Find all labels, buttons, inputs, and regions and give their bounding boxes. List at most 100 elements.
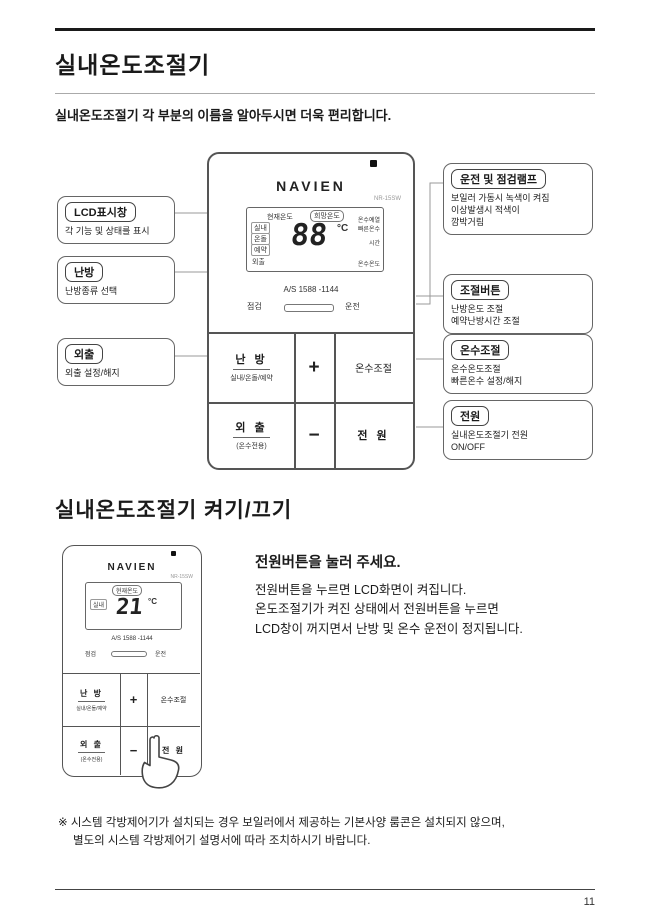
minus-button: − [120, 726, 147, 775]
page-title: 실내온도조절기 [55, 52, 211, 78]
callout-hotwater: 온수조절 온수온도조절 빠른온수 설정/해지 [443, 334, 593, 395]
footnote-line-1: ※ 시스템 각방제어기가 설치되는 경우 보일러에서 제공하는 기본사양 룸콘은… [58, 817, 505, 829]
minus-button: − [294, 402, 334, 468]
callout-lamp-desc-1: 보일러 가동시 녹색이 켜짐 [451, 193, 550, 203]
instruction-line: 온도조절기가 켜진 상태에서 전원버튼을 누르면 [255, 602, 499, 617]
grid-line [294, 332, 296, 468]
callout-heating-desc: 난방종류 선택 [65, 286, 118, 296]
page-number: 11 [583, 896, 595, 908]
grid-line [147, 673, 148, 775]
callout-lcd-desc: 각 기능 및 상태를 표시 [65, 226, 150, 236]
callout-power: 전원 실내온도조절기 전원 ON/OFF [443, 400, 593, 461]
callout-lamp-title: 운전 및 점검램프 [451, 169, 546, 189]
heating-button: 난 방 실내/온돌/예약 [209, 332, 294, 402]
callout-lamp-desc-2: 이상발생시 적색이 [451, 205, 520, 216]
callout-power-title: 전원 [451, 406, 490, 426]
callout-hotwater-desc-2: 빠른온수 설정/해지 [451, 376, 523, 387]
hotwater-preheat-label: 온수예열 [357, 218, 380, 224]
callout-outing-title: 외출 [65, 344, 104, 364]
callout-outing: 외출 외출 설정/해지 [57, 338, 175, 387]
grid-line [209, 332, 413, 334]
hotwater-button-label: 온수조절 [355, 363, 392, 375]
pointing-hand-icon [141, 734, 180, 789]
hotwater-temp-label: 온수온도 [357, 262, 380, 268]
instruction-line: LCD창이 꺼지면서 난방 및 온수 운전이 정지됩니다. [255, 621, 523, 636]
page-subtitle: 실내온도조절기 각 부분의 이름을 알아두시면 더욱 편리합니다. [55, 108, 392, 123]
power-indicator-dot [370, 160, 377, 167]
outing-button-sublabel: (온수전용) [236, 443, 267, 450]
outing-button: 외 출 (온수전용) [63, 726, 120, 775]
instruction-block: 전원버튼을 눌러 주세요. 전원버튼을 누르면 LCD화면이 켜집니다. 온도조… [255, 551, 600, 639]
power-button: 전 원 [147, 726, 200, 775]
outing-button-label: 외 출 [233, 419, 270, 438]
top-rule [55, 28, 595, 31]
hotwater-button: 온수조절 [147, 673, 200, 726]
mode-outing-label: 외출 [252, 259, 265, 266]
mode-reserve-label: 예약 [251, 244, 270, 256]
hotwater-button: 온수조절 [334, 332, 413, 402]
small-thermostat-diagram: NAVIEN NR-15SW 현재온도 실내 21 °C A/S 1588 -1… [62, 545, 202, 789]
check-lamp-label: 점검 [247, 302, 262, 311]
instruction-title: 전원버튼을 눌러 주세요. [255, 555, 401, 571]
brand-logo: NAVIEN [107, 562, 157, 573]
plus-button-label: + [308, 356, 320, 378]
grid-line [63, 673, 200, 674]
model-number: NR-15SW [373, 196, 401, 202]
current-temp-label: 현재온도 [267, 214, 293, 221]
callout-power-desc-2: ON/OFF [451, 442, 485, 453]
heating-button-label: 난 방 [233, 351, 270, 370]
callout-adjust-title: 조절버튼 [451, 280, 510, 300]
status-lamp [284, 304, 334, 312]
target-temp-label: 희망온도 [310, 210, 344, 222]
fast-hotwater-label: 빠른온수 [357, 227, 380, 233]
run-lamp-label: 운전 [345, 302, 360, 311]
temp-unit: °C [148, 597, 157, 606]
model-number: NR-15SW [170, 574, 193, 580]
thermostat-diagram: NAVIEN NR-15SW 현재온도 희망온도 실내 온돌 예약 외출 88 … [207, 152, 415, 470]
power-button: 전 원 [334, 402, 413, 468]
callout-adjust: 조절버튼 난방온도 조절 예약난방시간 조절 [443, 274, 593, 335]
section2-title: 실내온도조절기 켜기/끄기 [55, 499, 293, 522]
check-lamp-label: 점검 [85, 652, 97, 658]
bottom-rule [55, 889, 595, 890]
callout-power-desc-1: 실내온도조절기 전원 [451, 430, 529, 440]
heating-button-label: 난 방 [78, 688, 105, 702]
callout-lcd: LCD표시창 각 기능 및 상태를 표시 [57, 196, 175, 245]
callout-adjust-desc-2: 예약난방시간 조절 [451, 316, 520, 327]
instruction-line: 전원버튼을 누르면 LCD화면이 켜집니다. [255, 583, 467, 597]
footnote-line-2: 별도의 시스템 각방제어기 설명서에 따라 조치하시기 바랍니다. [73, 834, 371, 847]
hotwater-button-label: 온수조절 [160, 696, 187, 704]
outing-button: 외 출 (온수전용) [209, 402, 294, 468]
plus-button: + [120, 673, 147, 726]
lcd-screen: 현재온도 희망온도 실내 온돌 예약 외출 88 °C 온수예열 빠른온수 시간… [246, 207, 384, 272]
power-indicator-dot [171, 551, 176, 556]
as-phone-number: A/S 1588 -1144 [283, 285, 339, 294]
grid-line [209, 402, 413, 404]
heating-button-sublabel: 실내/온돌/예약 [76, 705, 107, 712]
callout-outing-desc: 외출 설정/해지 [65, 368, 120, 378]
heating-button-sublabel: 실내/온돌/예약 [230, 375, 273, 382]
temperature-display: 21 [114, 595, 144, 620]
time-label: 시간 [368, 241, 380, 247]
callout-heating: 난방 난방종류 선택 [57, 256, 175, 305]
brand-logo: NAVIEN [276, 178, 346, 194]
temperature-display: 88 [289, 218, 330, 253]
footnote: ※ 시스템 각방제어기가 설치되는 경우 보일러에서 제공하는 기본사양 룸콘은… [58, 815, 505, 851]
current-temp-label: 현재온도 [112, 585, 143, 596]
temp-unit: °C [337, 223, 349, 234]
callout-lcd-title: LCD표시창 [65, 202, 136, 222]
lcd-screen: 현재온도 실내 21 °C [85, 582, 182, 630]
title-divider [55, 93, 595, 94]
as-phone-number: A/S 1588 -1144 [111, 636, 153, 642]
outing-button-label: 외 출 [78, 739, 105, 753]
callout-adjust-desc-1: 난방온도 조절 [451, 304, 504, 314]
run-lamp-label: 운전 [155, 652, 167, 658]
outing-button-sublabel: (온수전용) [80, 756, 103, 763]
callout-hotwater-title: 온수조절 [451, 340, 510, 360]
minus-button-label: − [129, 743, 138, 758]
power-button-label: 전 원 [162, 746, 185, 755]
plus-button: + [294, 332, 334, 402]
grid-line [120, 673, 121, 775]
mode-indoor-label: 실내 [90, 599, 108, 610]
